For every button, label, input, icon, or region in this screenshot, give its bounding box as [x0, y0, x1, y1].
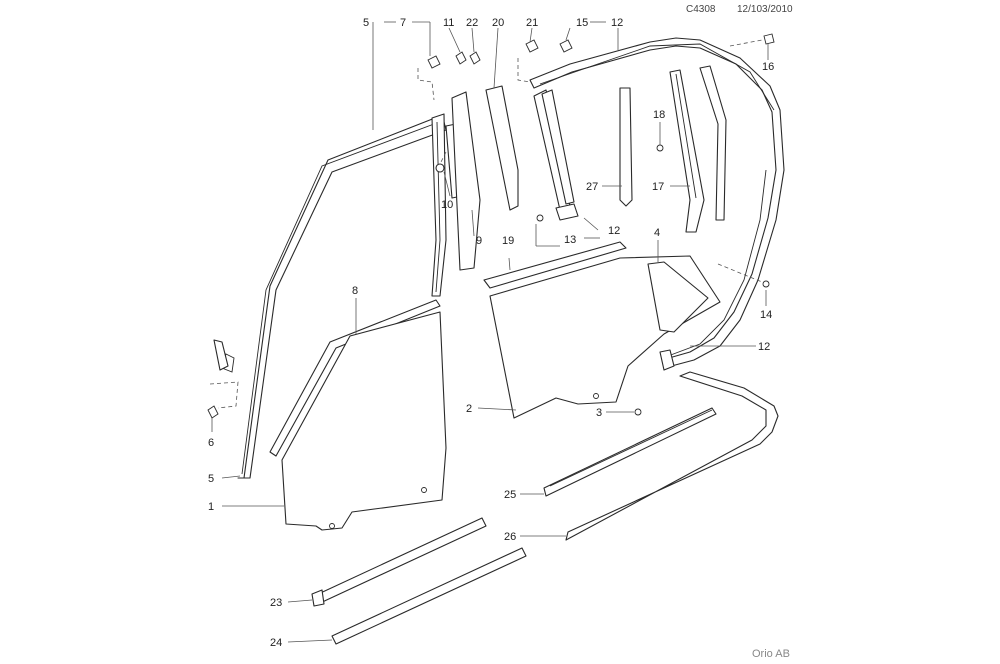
callout-5-bottom: 5 — [208, 473, 214, 485]
part-8-front-glass-run — [269, 299, 441, 457]
part-17-rear-upright — [669, 65, 727, 233]
part-15-clip — [559, 39, 573, 53]
callout-1: 1 — [208, 501, 214, 513]
part-6-clip — [207, 405, 219, 419]
drawing-date: 12/103/2010 — [737, 4, 793, 15]
callout-12-lower: 12 — [758, 341, 770, 353]
callout-3: 3 — [596, 407, 602, 419]
callout-26: 26 — [504, 531, 516, 543]
part-16-clip — [763, 33, 775, 45]
leader-lines — [211, 21, 769, 643]
callout-15: 15 — [576, 17, 588, 29]
callout-25: 25 — [504, 489, 516, 501]
callout-8: 8 — [352, 285, 358, 297]
callout-16: 16 — [762, 61, 774, 73]
footer-credit: Orio AB — [752, 648, 790, 660]
callout-11: 11 — [443, 17, 454, 29]
part-20-pillar-applique — [485, 85, 519, 211]
callout-2: 2 — [466, 403, 472, 415]
callout-9: 9 — [476, 235, 482, 247]
part-26-rear-weatherstrip — [565, 371, 779, 541]
callout-19: 19 — [502, 235, 514, 247]
callout-7: 7 — [400, 17, 406, 29]
callout-13: 13 — [564, 234, 576, 246]
callout-5-top: 5 — [363, 17, 369, 29]
part-4-quarter-glass — [647, 261, 709, 333]
part-21-clip — [525, 39, 539, 53]
callout-22: 22 — [466, 17, 478, 29]
part-27-division-bar — [619, 87, 633, 207]
part-7-clip — [427, 55, 441, 69]
callout-4: 4 — [654, 227, 660, 239]
part-19-rear-belt-strip — [483, 241, 627, 289]
part-14-clip — [762, 280, 770, 288]
callout-18: 18 — [653, 109, 665, 121]
part-11-clip — [455, 51, 467, 65]
part-22-clip — [469, 51, 481, 65]
part-18-screw — [656, 144, 664, 152]
drawing-code: C4308 — [686, 4, 716, 15]
callout-20: 20 — [492, 17, 504, 29]
callout-21: 21 — [526, 17, 538, 29]
callout-27: 27 — [586, 181, 598, 193]
callout-14: 14 — [760, 309, 772, 321]
callout-6: 6 — [208, 437, 214, 449]
callout-23: 23 — [270, 597, 282, 609]
part-25-rear-belt-moulding — [543, 407, 717, 497]
part-24-front-weatherstrip — [331, 547, 527, 645]
callout-12-top: 12 — [611, 17, 623, 29]
part-23-front-belt-moulding — [311, 517, 487, 607]
callout-24: 24 — [270, 637, 282, 649]
part-1-front-door-glass — [281, 311, 447, 531]
callout-10: 10 — [441, 199, 453, 211]
callout-17: 17 — [652, 181, 664, 193]
part-3-clip — [634, 408, 642, 416]
callout-12-mid: 12 — [608, 225, 620, 237]
